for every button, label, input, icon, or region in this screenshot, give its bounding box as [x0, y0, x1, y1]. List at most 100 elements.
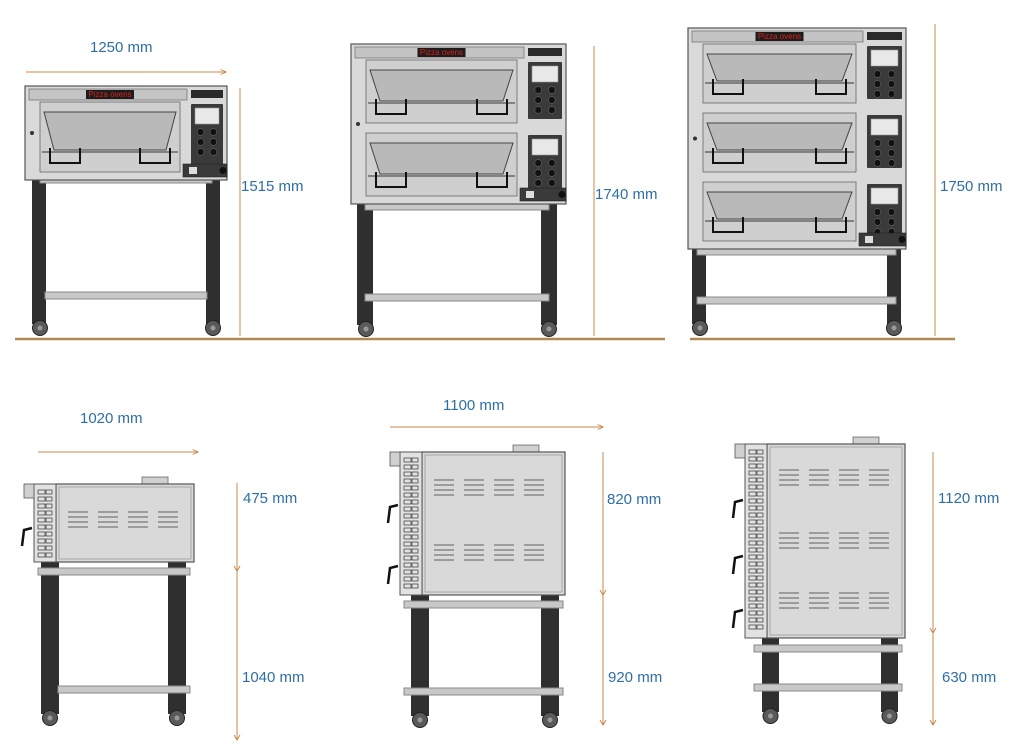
dimension-tick — [929, 719, 937, 726]
control-slot — [756, 589, 764, 595]
oven-side-body — [766, 443, 906, 639]
switch-button — [865, 236, 873, 243]
control-slot — [748, 561, 757, 567]
control-slot — [756, 624, 764, 630]
control-slot — [411, 485, 419, 491]
oven-side-body — [421, 451, 566, 596]
caster-hub — [891, 325, 897, 331]
stand-height-label-double: 920 mm — [608, 669, 662, 686]
control-slot — [411, 534, 419, 540]
control-slot — [411, 513, 419, 519]
control-slot — [37, 510, 46, 516]
power-knob — [898, 236, 906, 243]
control-slot — [756, 491, 764, 497]
control-slot — [403, 520, 412, 526]
chimney — [512, 444, 540, 453]
dimension-tick — [599, 719, 607, 726]
control-slot — [748, 547, 757, 553]
control-slot — [748, 610, 757, 616]
control-slot — [37, 496, 46, 502]
control-slot — [756, 498, 764, 504]
door-handle — [815, 217, 847, 233]
stand-shelf — [57, 685, 191, 694]
side-views-group — [20, 436, 906, 728]
dimension-tick — [233, 565, 241, 572]
control-slot — [756, 568, 764, 574]
door-handle-profile — [731, 554, 744, 575]
deck-door — [369, 142, 514, 175]
control-slot — [411, 471, 419, 477]
side-view-double-deck — [386, 444, 566, 728]
control-display — [870, 49, 899, 67]
front-view-double-deck: Pizza ovens — [350, 43, 567, 337]
door-handle — [815, 79, 847, 95]
control-slot — [748, 512, 757, 518]
control-knob — [873, 149, 882, 157]
control-slot — [37, 545, 46, 551]
front-column — [33, 483, 57, 563]
body-height-label-double: 820 mm — [607, 491, 661, 508]
oven-side-inner — [769, 446, 903, 636]
caster-hub — [547, 717, 553, 723]
power-knob — [558, 191, 566, 198]
door-handle-profile — [731, 498, 744, 519]
control-slot — [45, 531, 53, 537]
control-slot — [411, 492, 419, 498]
height-label-single: 1515 mm — [241, 178, 304, 195]
control-slot — [756, 505, 764, 511]
control-slot — [756, 463, 764, 469]
door-handle — [375, 172, 407, 188]
control-knob — [873, 80, 882, 88]
control-knob — [873, 90, 882, 98]
control-slot — [411, 562, 419, 568]
front-view-triple-deck: Pizza ovens — [687, 27, 907, 336]
control-knob — [887, 70, 896, 78]
dimension-tick — [929, 627, 937, 634]
caster-hub — [174, 715, 180, 721]
caster-hub — [210, 325, 216, 331]
control-slot — [403, 576, 412, 582]
caster-hub — [37, 325, 43, 331]
control-slot — [756, 484, 764, 490]
control-knob — [887, 208, 896, 216]
control-slot — [748, 470, 757, 476]
control-knob — [873, 159, 882, 167]
front-view-single-deck: Pizza ovens — [24, 85, 228, 336]
control-slot — [748, 582, 757, 588]
control-slot — [756, 547, 764, 553]
door-handle-profile — [386, 503, 399, 524]
control-slot — [37, 503, 46, 509]
control-slot — [37, 489, 46, 495]
control-slot — [748, 540, 757, 546]
control-slot — [748, 624, 757, 630]
control-slot — [748, 449, 757, 455]
depth-label-single: 1020 mm — [80, 410, 143, 427]
door-handle — [712, 148, 744, 164]
control-slot — [756, 449, 764, 455]
stand-leg — [541, 595, 559, 716]
control-slot — [748, 603, 757, 609]
oven-side-body — [55, 483, 195, 563]
control-slot — [37, 552, 46, 558]
control-slot — [403, 457, 412, 463]
control-knob — [873, 70, 882, 78]
door-handle — [815, 148, 847, 164]
deck-door — [706, 122, 853, 151]
control-display — [531, 138, 559, 156]
control-knob — [209, 148, 218, 156]
control-knob — [534, 159, 542, 167]
chimney — [852, 436, 880, 445]
control-slot — [37, 538, 46, 544]
door-handle — [712, 79, 744, 95]
control-slot — [756, 456, 764, 462]
control-slot — [403, 471, 412, 477]
stand-shelf — [753, 644, 903, 653]
control-slot — [756, 540, 764, 546]
control-slot — [45, 545, 53, 551]
control-slot — [403, 464, 412, 470]
control-display — [531, 65, 559, 83]
control-knob — [196, 148, 205, 156]
control-slot — [403, 534, 412, 540]
stand-leg — [541, 204, 557, 325]
stand-leg — [762, 638, 779, 712]
